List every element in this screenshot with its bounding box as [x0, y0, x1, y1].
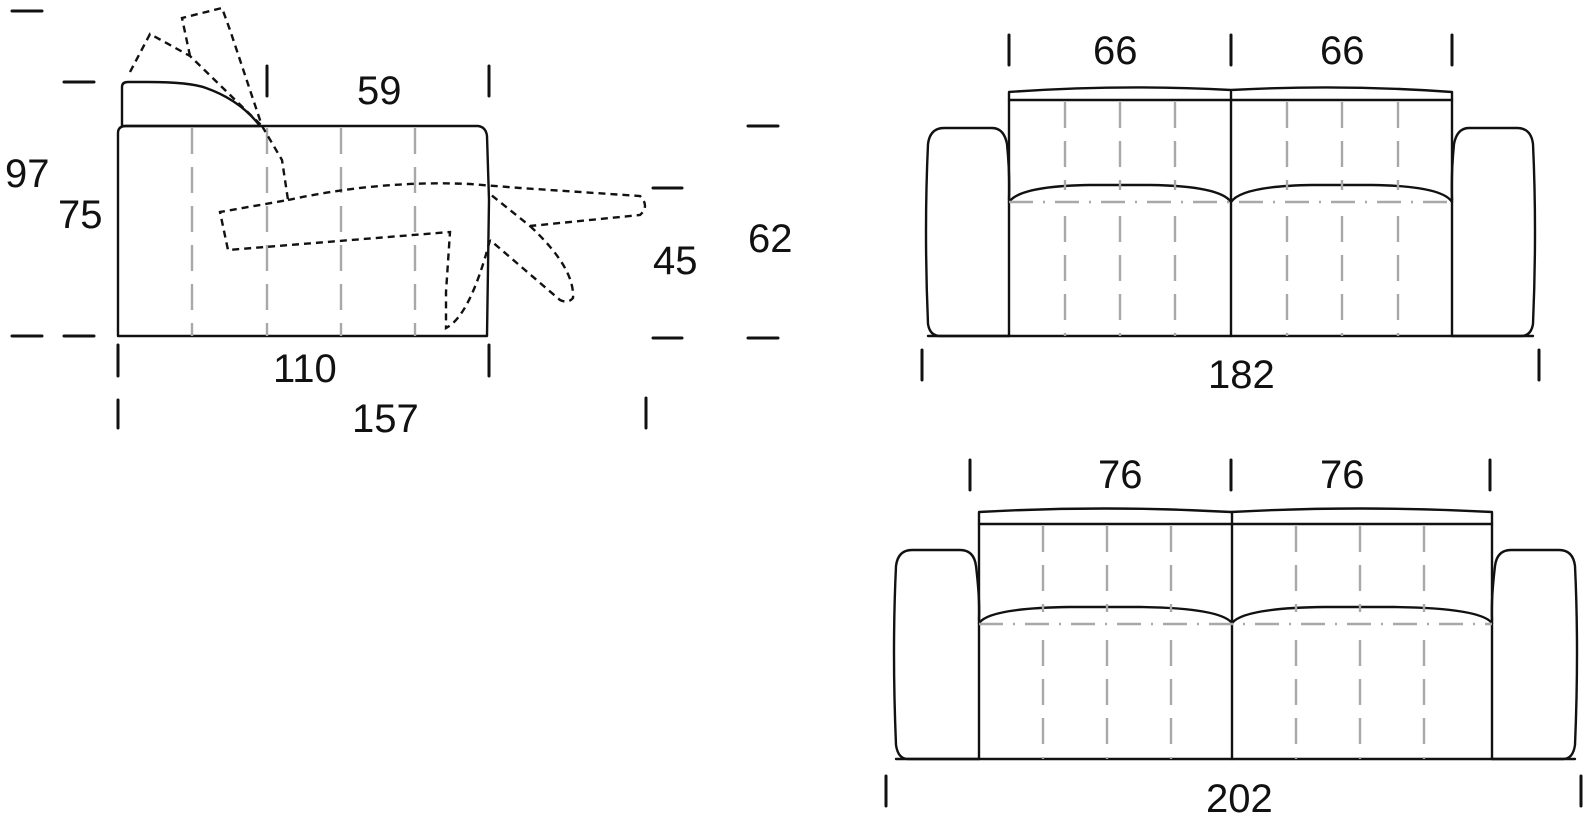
- side-view: 97 75 59 110 157 45 62: [5, 6, 793, 441]
- recliner-seat-dotted: [218, 125, 492, 330]
- seat-back-height-label: 75: [58, 193, 103, 237]
- seat-width-right-label: 76: [1320, 453, 1365, 497]
- total-width-label: 202: [1206, 777, 1273, 818]
- seat-depth-label: 59: [357, 69, 402, 113]
- headrest-position-2: [180, 6, 264, 127]
- footrest-mid: [489, 225, 575, 303]
- arm-height-label: 62: [748, 217, 793, 261]
- left-arm-outline: [924, 126, 1011, 338]
- seat-height-label: 45: [653, 239, 698, 283]
- sofa-side-outline: [116, 124, 491, 338]
- seat-cushion-top: [977, 605, 1494, 625]
- footrest-extended: [287, 182, 647, 228]
- headrest-position-1: [128, 32, 263, 127]
- seat-width-right-label: 66: [1320, 29, 1365, 73]
- left-arm-outline: [892, 548, 981, 761]
- seat-cushion-top: [1007, 183, 1454, 204]
- backrest-top: [977, 507, 1494, 526]
- total-height-label: 97: [5, 152, 50, 196]
- depth-extended-label: 157: [352, 397, 419, 441]
- right-arm-outline: [1490, 548, 1579, 761]
- seat-width-left-label: 76: [1098, 453, 1143, 497]
- total-width-label: 182: [1208, 353, 1275, 397]
- depth-closed-label: 110: [273, 347, 337, 391]
- backrest-top: [1007, 86, 1454, 102]
- front-view-202: 76 76 202: [884, 453, 1583, 818]
- right-arm-outline: [1450, 126, 1537, 338]
- front-view-182: 66 66 182: [920, 29, 1541, 397]
- seat-width-left-label: 66: [1093, 29, 1138, 73]
